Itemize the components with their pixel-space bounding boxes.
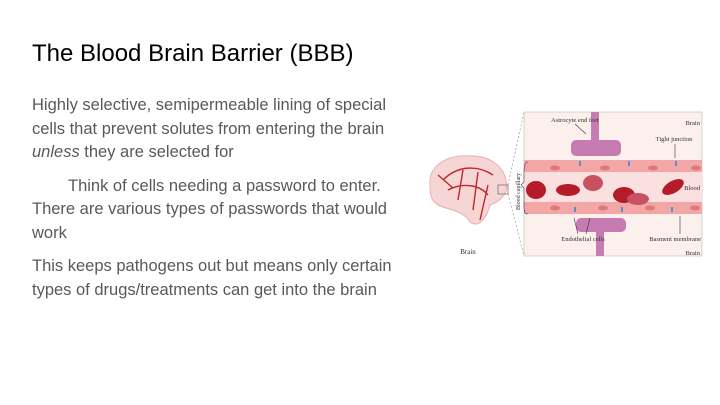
paragraph-definition: Highly selective, semipermeable lining o… [32,94,402,165]
capillary-bracket [520,161,529,215]
paragraph-consequence: This keeps pathogens out but means only … [32,257,392,299]
blood-capillary-label: Blood capillary [516,173,522,210]
slide-body: Highly selective, semipermeable lining o… [32,94,402,312]
text: they are selected for [79,143,234,161]
endothelial-label: Endothelial cells [561,236,605,243]
brain-bottom-label: Brain [686,250,701,257]
paragraph-analogy: Think of cells needing a password to ent… [32,176,387,242]
tight-junction-label: Tight junction [656,136,694,143]
astrocyte-label: Astrocyte end feet [551,117,599,124]
brain-top-label: Brain [686,120,701,127]
endothelial-layer-bottom [524,202,702,214]
brain-label: Brain [460,248,476,256]
blood-label: Blood [684,185,701,192]
slide-title: The Blood Brain Barrier (BBB) [32,40,354,67]
basement-membrane-label: Basment membrane [649,236,701,243]
endothelial-nuclei [550,165,701,211]
astrocyte-end-feet [571,112,626,256]
text: Highly selective, semipermeable lining o… [32,96,387,138]
bbb-diagram: Brain Astrocyte end feet Brain Tight jun… [429,111,703,257]
brain-illustration [429,111,525,257]
tight-junctions [574,161,677,212]
pointer-arrows [573,123,681,235]
emphasis-unless: unless [32,143,80,161]
red-blood-cells [526,175,684,205]
